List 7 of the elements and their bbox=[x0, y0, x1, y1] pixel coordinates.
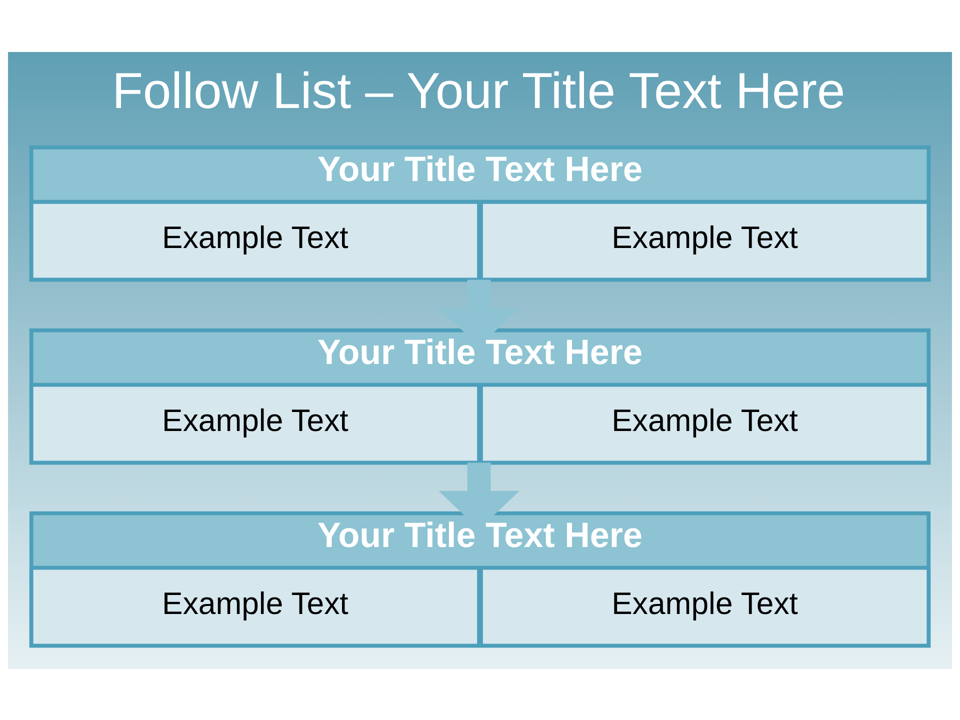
diagram-title: Follow List – Your Title Text Here bbox=[112, 62, 846, 119]
node-box: Example Text bbox=[479, 382, 931, 464]
node-box: Example Text bbox=[29, 565, 481, 648]
node-box: Example Text bbox=[29, 199, 481, 282]
node-box: Example Text bbox=[29, 382, 481, 464]
node-box: Example Text bbox=[479, 199, 931, 282]
node-box: Example Text bbox=[479, 565, 931, 648]
